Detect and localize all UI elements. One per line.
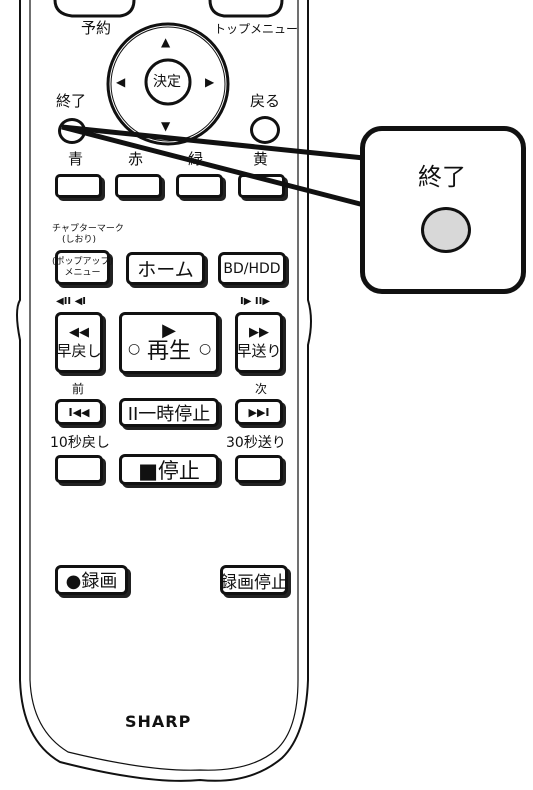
blue-button[interactable] [55,174,102,198]
record-button[interactable]: ●録画 [55,565,128,595]
slow-back-icon: ◀II ◀I [56,296,87,307]
next-label: 次 [255,382,268,396]
end-label: 終了 [56,92,87,110]
back-button[interactable] [250,116,280,144]
play-label: 再生 [146,338,191,364]
back10-label: 10秒戻し [50,435,110,451]
top-left-label: 予約 [81,19,112,37]
play-icon: ▶ [162,319,176,341]
stop-button[interactable]: ■停止 [119,454,219,485]
play-button[interactable]: ▶ 再生 [119,312,219,374]
callout-end-button [421,207,471,253]
dpad-down-icon[interactable]: ▼ [161,119,171,133]
bd-hdd-button[interactable]: BD/HDD [218,252,286,285]
rewind-icon: ◀◀ [69,324,89,340]
skip30-button[interactable] [235,455,283,483]
green-button[interactable] [176,174,223,198]
chapter-mark-label: チャプターマーク [52,224,124,234]
play-dot-left: ○ [128,341,141,357]
pause-button[interactable]: II一時停止 [119,398,219,427]
color-label-red: 赤 [128,150,144,168]
dpad-center-label[interactable]: 決定 [153,74,181,90]
ff-icon: ▶▶ [249,324,269,340]
callout-label: 終了 [418,163,466,191]
prev-label: 前 [72,382,85,396]
home-button[interactable]: ホーム [126,252,205,285]
bookmark-label: (しおり) [62,235,97,245]
back10-button[interactable] [55,455,103,483]
color-label-yellow: 黄 [253,150,269,168]
dpad-up-icon[interactable]: ▲ [161,35,171,49]
dpad-right-icon[interactable]: ▶ [205,75,215,89]
callout-box [360,126,526,294]
color-label-blue: 青 [68,150,84,168]
slow-forward-icon: I▶ II▶ [240,296,271,307]
top-right-label: トップメニュー [214,22,299,36]
ff-label: 早送り [236,341,282,360]
rewind-button[interactable]: ◀◀ 早戻し [55,312,103,373]
brand-logo: SHARP [125,712,192,731]
red-button[interactable] [115,174,162,198]
record-stop-button[interactable]: 録画停止 [220,565,288,595]
popup-menu-button[interactable]: (ポップアップ) メニュー [52,250,113,285]
play-dot-right: ○ [199,341,212,357]
fast-forward-button[interactable]: ▶▶ 早送り [235,312,283,373]
next-button[interactable]: ▶▶I [235,399,283,425]
skip30-label: 30秒送り [226,435,286,451]
prev-button[interactable]: I◀◀ [55,399,103,425]
dpad-left-icon[interactable]: ◀ [116,75,126,89]
rewind-label: 早戻し [56,341,102,360]
back-label: 戻る [250,92,281,110]
dpad[interactable] [104,20,232,148]
